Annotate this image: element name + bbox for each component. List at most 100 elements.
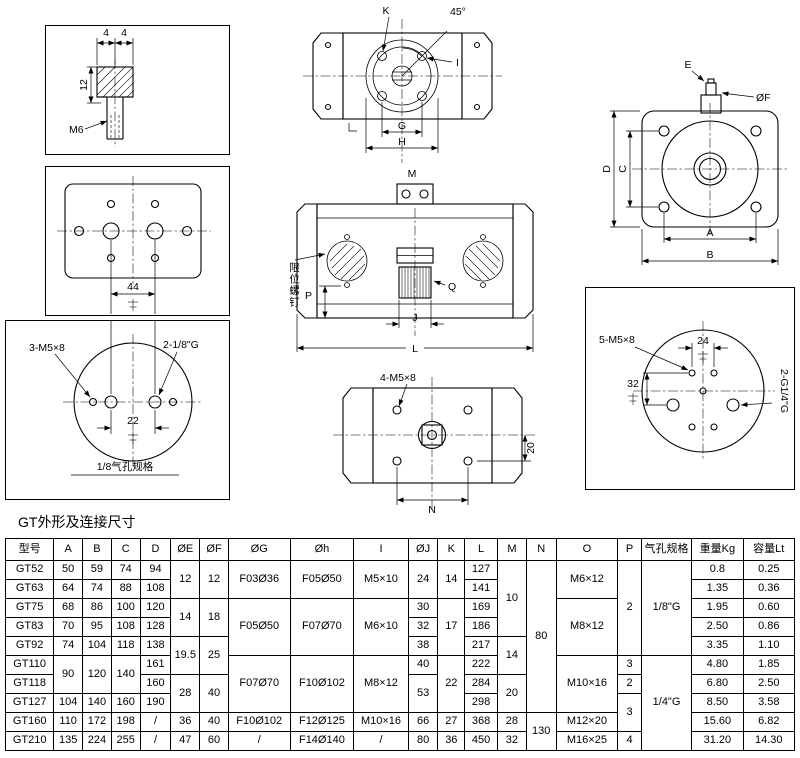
spec-cell: 20 — [497, 674, 527, 713]
spec-cell: 298 — [464, 693, 499, 713]
spec-cell: M12×20 — [555, 712, 619, 732]
spec-cell: 217 — [464, 636, 499, 656]
spec-cell: 28 — [170, 674, 201, 713]
right-end-cap-disc — [462, 234, 504, 288]
spec-cell: 32 — [407, 617, 439, 637]
spec-cell: 100 — [110, 598, 141, 618]
spec-cell: 40 — [407, 655, 439, 675]
spec-cell: 130 — [525, 712, 557, 751]
spec-cell: 66 — [407, 712, 439, 732]
flange-small-centerlines — [63, 334, 203, 468]
spec-col-header: Øh — [289, 538, 355, 561]
dim-label-a: A — [706, 227, 713, 239]
projection-lines — [110, 321, 156, 394]
spec-cell: 86 — [82, 598, 112, 618]
spec-cell: F05Ø50 — [227, 598, 291, 656]
spec-cell: 108 — [139, 579, 172, 599]
symmetry-mark-32 — [628, 393, 638, 405]
spec-cell: 14.30 — [742, 731, 796, 751]
spec-cell: 120 — [82, 655, 112, 694]
side-view-centerlines — [632, 103, 788, 235]
spec-cell: 90 — [53, 655, 84, 694]
spec-cell: F12Ø125 — [289, 712, 355, 732]
spec-col-header: I — [353, 538, 409, 561]
spec-cell: 59 — [82, 560, 112, 580]
port-label-18g: 2-1/8"G — [163, 339, 199, 351]
flange-small-holes — [88, 395, 178, 409]
spec-cell: / — [227, 731, 291, 751]
dim-label-4b: 4 — [121, 27, 127, 39]
spec-col-header: P — [617, 538, 642, 561]
spec-cell: M6×12 — [555, 560, 619, 599]
dim-label-45deg: 45° — [450, 6, 466, 18]
spec-cell: 0.25 — [742, 560, 796, 580]
spec-cell: 74 — [110, 560, 141, 580]
spec-cell: 161 — [139, 655, 172, 675]
spec-cell: 28 — [497, 712, 527, 732]
spec-cell: 14 — [497, 636, 527, 675]
spec-cell: 368 — [464, 712, 499, 732]
spec-cell: 141 — [464, 579, 499, 599]
spec-cell: 108 — [110, 617, 141, 637]
flange-large-frame — [585, 287, 795, 490]
bottom-view-dim-lines — [396, 383, 531, 505]
spec-cell: 94 — [139, 560, 172, 580]
spec-cell: 53 — [407, 674, 439, 713]
spec-cell: 1.35 — [691, 579, 744, 599]
spec-cell: 224 — [82, 731, 112, 751]
plate-centerlines — [57, 176, 211, 284]
spec-cell: M16×25 — [555, 731, 619, 751]
spec-cell: 104 — [82, 636, 112, 656]
spec-cell: 104 — [53, 693, 84, 713]
dim-label-22: 22 — [127, 415, 139, 427]
spec-cell: 2.50 — [691, 617, 744, 637]
spec-cell: 25 — [199, 636, 229, 675]
spec-cell: GT118 — [4, 674, 55, 694]
spec-col-header: ØF — [199, 538, 229, 561]
spec-cell: 22 — [437, 655, 466, 713]
spec-cell: M10×16 — [353, 712, 409, 732]
spec-cell: 160 — [139, 674, 172, 694]
spec-cell: 88 — [110, 579, 141, 599]
spec-cell: F10Ø102 — [227, 712, 291, 732]
dim-label-e: E — [684, 59, 691, 71]
spec-cell: 60 — [199, 731, 229, 751]
spec-cell: 32 — [497, 731, 527, 751]
dim-label-20: 20 — [525, 442, 537, 454]
spec-col-header: K — [437, 538, 466, 561]
spec-col-header: ØG — [227, 538, 291, 561]
spec-cell: 19.5 — [170, 636, 201, 675]
spec-cell: 127 — [464, 560, 499, 580]
section-title: GT外形及连接尺寸 — [18, 514, 136, 530]
spec-cell: GT160 — [4, 712, 55, 732]
port-label-g14: 2-G1/4"G — [778, 369, 790, 413]
drive-ribs — [401, 267, 430, 298]
thread-hidden-lines — [110, 115, 120, 139]
spec-cell: 1/8"G — [640, 560, 693, 656]
spec-cell: 4.80 — [691, 655, 744, 675]
spec-cell: / — [139, 712, 172, 732]
spec-cell: 3.35 — [691, 636, 744, 656]
spec-cell: / — [353, 731, 409, 751]
dim-label-c: C — [617, 165, 629, 173]
spec-cell: 50 — [53, 560, 84, 580]
spec-col-header: D — [139, 538, 172, 561]
flange-large-centerlines — [633, 321, 775, 461]
mounting-plate-drawing: 44 — [45, 166, 230, 316]
spec-cell: 120 — [139, 598, 172, 618]
spec-cell: 6.80 — [691, 674, 744, 694]
spec-cell: M8×12 — [555, 598, 619, 656]
spec-cell: 12 — [170, 560, 201, 599]
side-view-dim-lines — [610, 70, 779, 265]
spec-cell: 110 — [53, 712, 84, 732]
spec-cell: 18 — [199, 598, 229, 637]
spec-cell: 27 — [437, 712, 466, 732]
spec-cell: F14Ø140 — [289, 731, 355, 751]
flange-large-holes — [666, 369, 740, 431]
shaft-detail-dim-lines — [84, 38, 134, 130]
dim-label-24: 24 — [697, 335, 709, 347]
spec-col-header: L — [464, 538, 499, 561]
spec-cell: 128 — [139, 617, 172, 637]
spec-cell: 3 — [617, 693, 642, 732]
